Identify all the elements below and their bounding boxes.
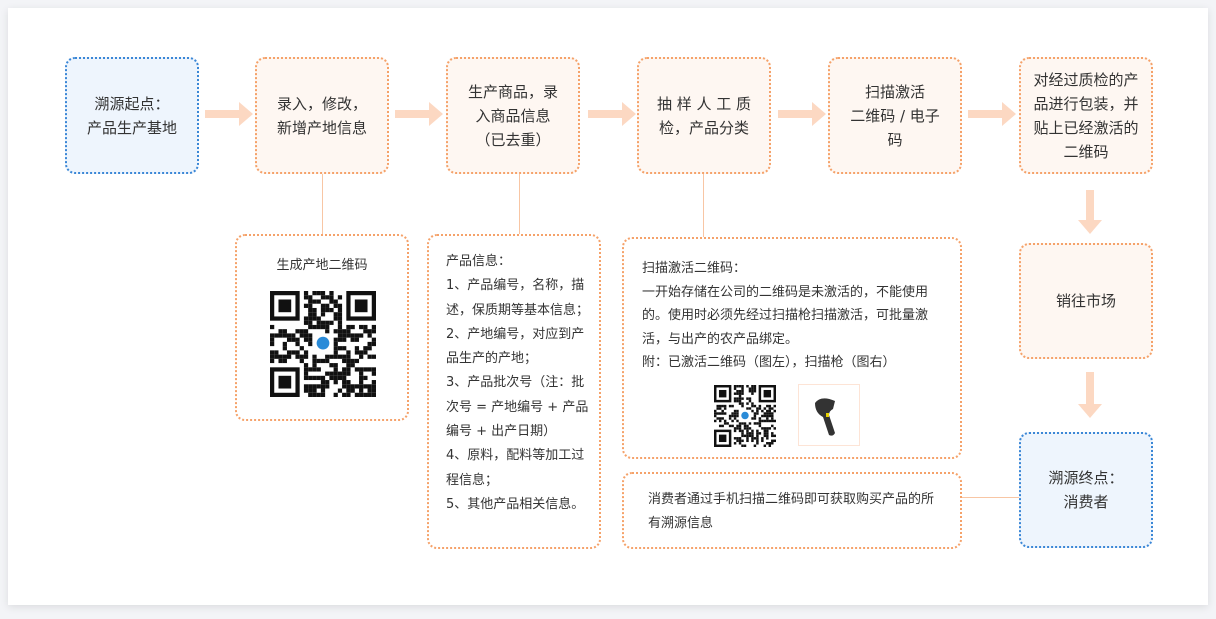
scanner-gun-image [798, 384, 860, 446]
step-enter-origin: 录入，修改，新增产地信息 [255, 57, 389, 174]
arrow-right-icon [205, 102, 253, 126]
arrow-right-icon [968, 102, 1016, 126]
connector-line [519, 174, 520, 234]
product-info-item: 1、产品编号，名称，描述，保质期等基本信息； [446, 278, 590, 318]
arrow-down-icon [1078, 372, 1102, 418]
activated-qr-image [714, 385, 776, 447]
product-info-item: 5、其他产品相关信息。 [446, 496, 585, 512]
connector-line [703, 174, 704, 237]
arrow-down-icon [1078, 190, 1102, 234]
activation-note: 附：已激活二维码（图左），扫描枪（图右） [642, 355, 896, 370]
origin-qr-title: 生成产地二维码 [276, 258, 368, 273]
activation-text: 一开始存储在公司的二维码是未激活的，不能使用的。使用时必须先经过扫描枪扫描激活，… [642, 284, 929, 347]
consumer-text: 消费者通过手机扫描二维码即可获取购买产品的所有溯源信息 [648, 492, 935, 531]
step-activate: 扫描激活 二维码 / 电子码 [828, 57, 962, 174]
origin-qr-panel: 生成产地二维码 [235, 234, 409, 421]
arrow-right-icon [778, 102, 826, 126]
activation-panel: 扫描激活二维码： 一开始存储在公司的二维码是未激活的，不能使用的。使用时必须先经… [622, 237, 962, 459]
qr-code-image [270, 291, 376, 397]
product-info-title: 产品信息： [446, 254, 512, 269]
step-start: 溯源起点： 产品生产基地 [65, 57, 199, 174]
activation-title: 扫描激活二维码： [642, 261, 747, 276]
product-info-panel: 产品信息： 1、产品编号，名称，描述，保质期等基本信息； 2、产地编号，对应到产… [427, 234, 601, 549]
arrow-right-icon [588, 102, 636, 126]
connector-line [322, 174, 323, 234]
product-info-item: 4、原料，配料等加工过程信息； [446, 448, 585, 488]
step-market: 销往市场 [1019, 243, 1153, 359]
step-end: 溯源终点： 消费者 [1019, 432, 1153, 548]
step-package: 对经过质检的产品进行包装，并贴上已经激活的二维码 [1019, 57, 1153, 174]
product-info-item: 2、产地编号，对应到产品生产的产地； [446, 326, 585, 367]
consumer-panel: 消费者通过手机扫描二维码即可获取购买产品的所有溯源信息 [622, 472, 962, 549]
connector-line [962, 497, 1019, 498]
arrow-right-icon [395, 102, 443, 126]
step-inspect: 抽 样 人 工 质 检，产品分类 [637, 57, 771, 174]
product-info-item: 3、产品批次号（注：批次号 = 产地编号 + 产品编号 + 出产日期） [446, 375, 589, 440]
step-produce: 生产商品，录入商品信息 （已去重） [446, 57, 580, 174]
